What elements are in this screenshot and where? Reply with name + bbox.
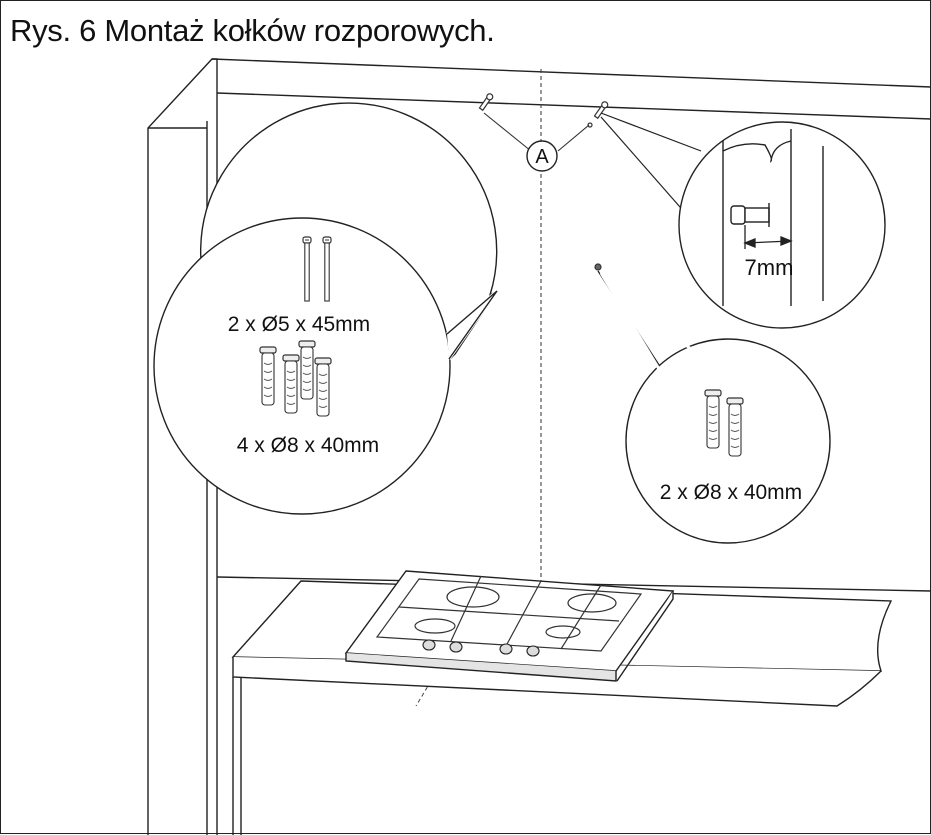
figure-title: Rys. 6 Montaż kołków rozporowych. xyxy=(10,13,495,48)
wall-holes xyxy=(478,93,609,271)
gap-label: 7mm xyxy=(745,255,794,280)
plug-label-right: 2 x Ø8 x 40mm xyxy=(660,481,802,504)
marker-a-label: A xyxy=(535,146,549,168)
right-callout: 2 x Ø8 x 40mm xyxy=(597,270,831,544)
marker-a: A xyxy=(483,112,590,172)
plug-label-left: 4 x Ø8 x 40mm xyxy=(237,434,379,457)
detail-callout: 7mm xyxy=(600,112,886,329)
left-callout: 2 x Ø5 x 45mm 4 x Ø8 x 40mm xyxy=(153,102,499,515)
hob xyxy=(344,570,675,682)
screw-label: 2 x Ø5 x 45mm xyxy=(228,313,370,336)
control-knobs xyxy=(422,639,540,657)
